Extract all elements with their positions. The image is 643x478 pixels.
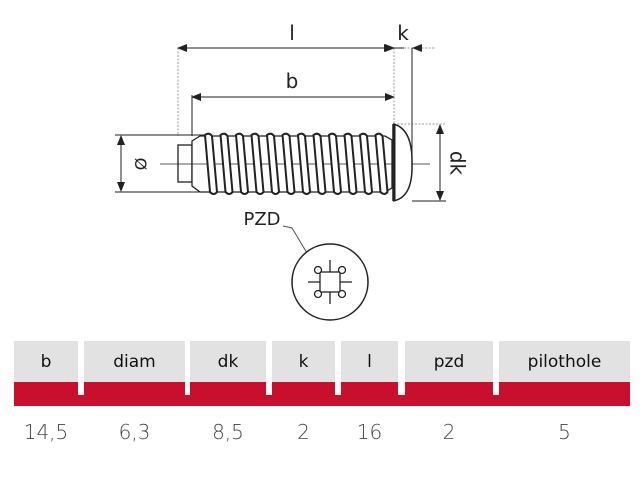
thread-turn [296, 132, 312, 195]
thread-turn [281, 132, 296, 195]
cell-pzd: 2 [442, 420, 456, 444]
column-header-dk: dk [190, 341, 266, 395]
column-header-pilothole: pilothole [499, 341, 630, 395]
k-label: k [397, 21, 409, 45]
thread-turn [219, 132, 234, 195]
header-accent-bar [14, 395, 630, 406]
thread-turn [327, 132, 343, 195]
extension-lines [177, 47, 446, 136]
diameter-label: Ø [132, 158, 151, 171]
screw-technical-drawing: l k b Ø dk PZD [115, 21, 470, 321]
thread-turn [312, 132, 327, 195]
column-header-label: k [272, 341, 335, 382]
column-header-b: b [14, 341, 78, 395]
thread-turn [358, 132, 374, 195]
column-header-pzd: pzd [405, 341, 493, 395]
l-label: l [289, 21, 295, 45]
column-header-label: pzd [405, 341, 493, 382]
thread-turn [374, 132, 389, 195]
b-label: b [286, 69, 299, 93]
thread-turn [250, 132, 265, 195]
cell-l: 16 [356, 420, 383, 444]
thread-turn [203, 132, 219, 195]
cell-dk: 8,5 [212, 420, 244, 444]
screw-head [392, 123, 413, 202]
pozidriv-recess-icon [291, 243, 369, 321]
column-header-label: b [14, 341, 78, 382]
column-header-diam: diam [84, 341, 185, 395]
thread-turn [234, 132, 250, 195]
thread-turn [343, 132, 358, 195]
screw-body [160, 135, 430, 193]
column-header-label: diam [84, 341, 185, 382]
column-header-label: pilothole [499, 341, 630, 382]
pzd-label: PZD [243, 209, 280, 230]
cell-k: 2 [297, 420, 310, 444]
cell-b: 14,5 [23, 420, 69, 444]
dk-label: dk [446, 151, 470, 176]
thread-turn [265, 132, 281, 195]
cell-diam: 6,3 [118, 420, 151, 444]
column-header-k: k [272, 341, 335, 395]
cell-pilothole: 5 [558, 420, 571, 444]
screw-threads [203, 132, 389, 195]
column-header-l: l [341, 341, 398, 395]
column-header-label: dk [190, 341, 266, 382]
column-header-label: l [341, 341, 398, 382]
